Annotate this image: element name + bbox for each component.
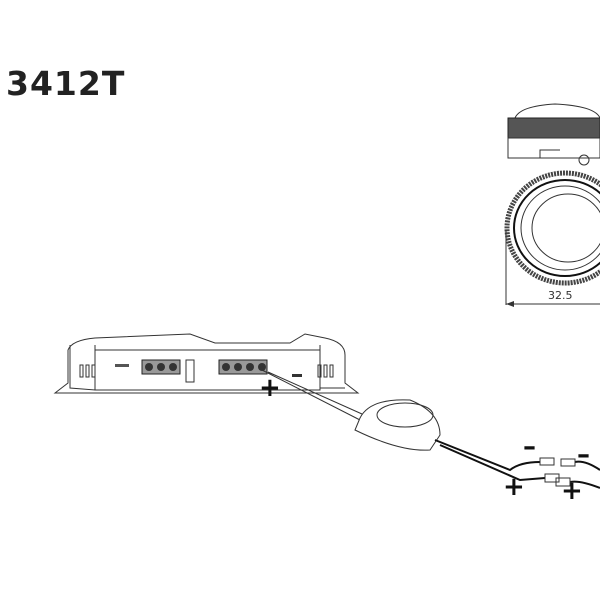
- amplifier: [53, 333, 360, 394]
- tweeter-minus-symbol: –: [523, 432, 536, 462]
- woofer-minus-symbol: –: [577, 440, 590, 470]
- model-number: 3412T: [6, 64, 126, 103]
- amp-plus-symbol: +: [259, 373, 281, 403]
- dimension-label: 32.5: [548, 289, 573, 302]
- woofer-plus-symbol: +: [561, 476, 583, 506]
- tweeter-side-view: [507, 103, 600, 166]
- tweeter-plus-symbol: +: [503, 472, 525, 502]
- tweeter-front-view: [504, 170, 600, 307]
- speaker-cables: [261, 369, 600, 489]
